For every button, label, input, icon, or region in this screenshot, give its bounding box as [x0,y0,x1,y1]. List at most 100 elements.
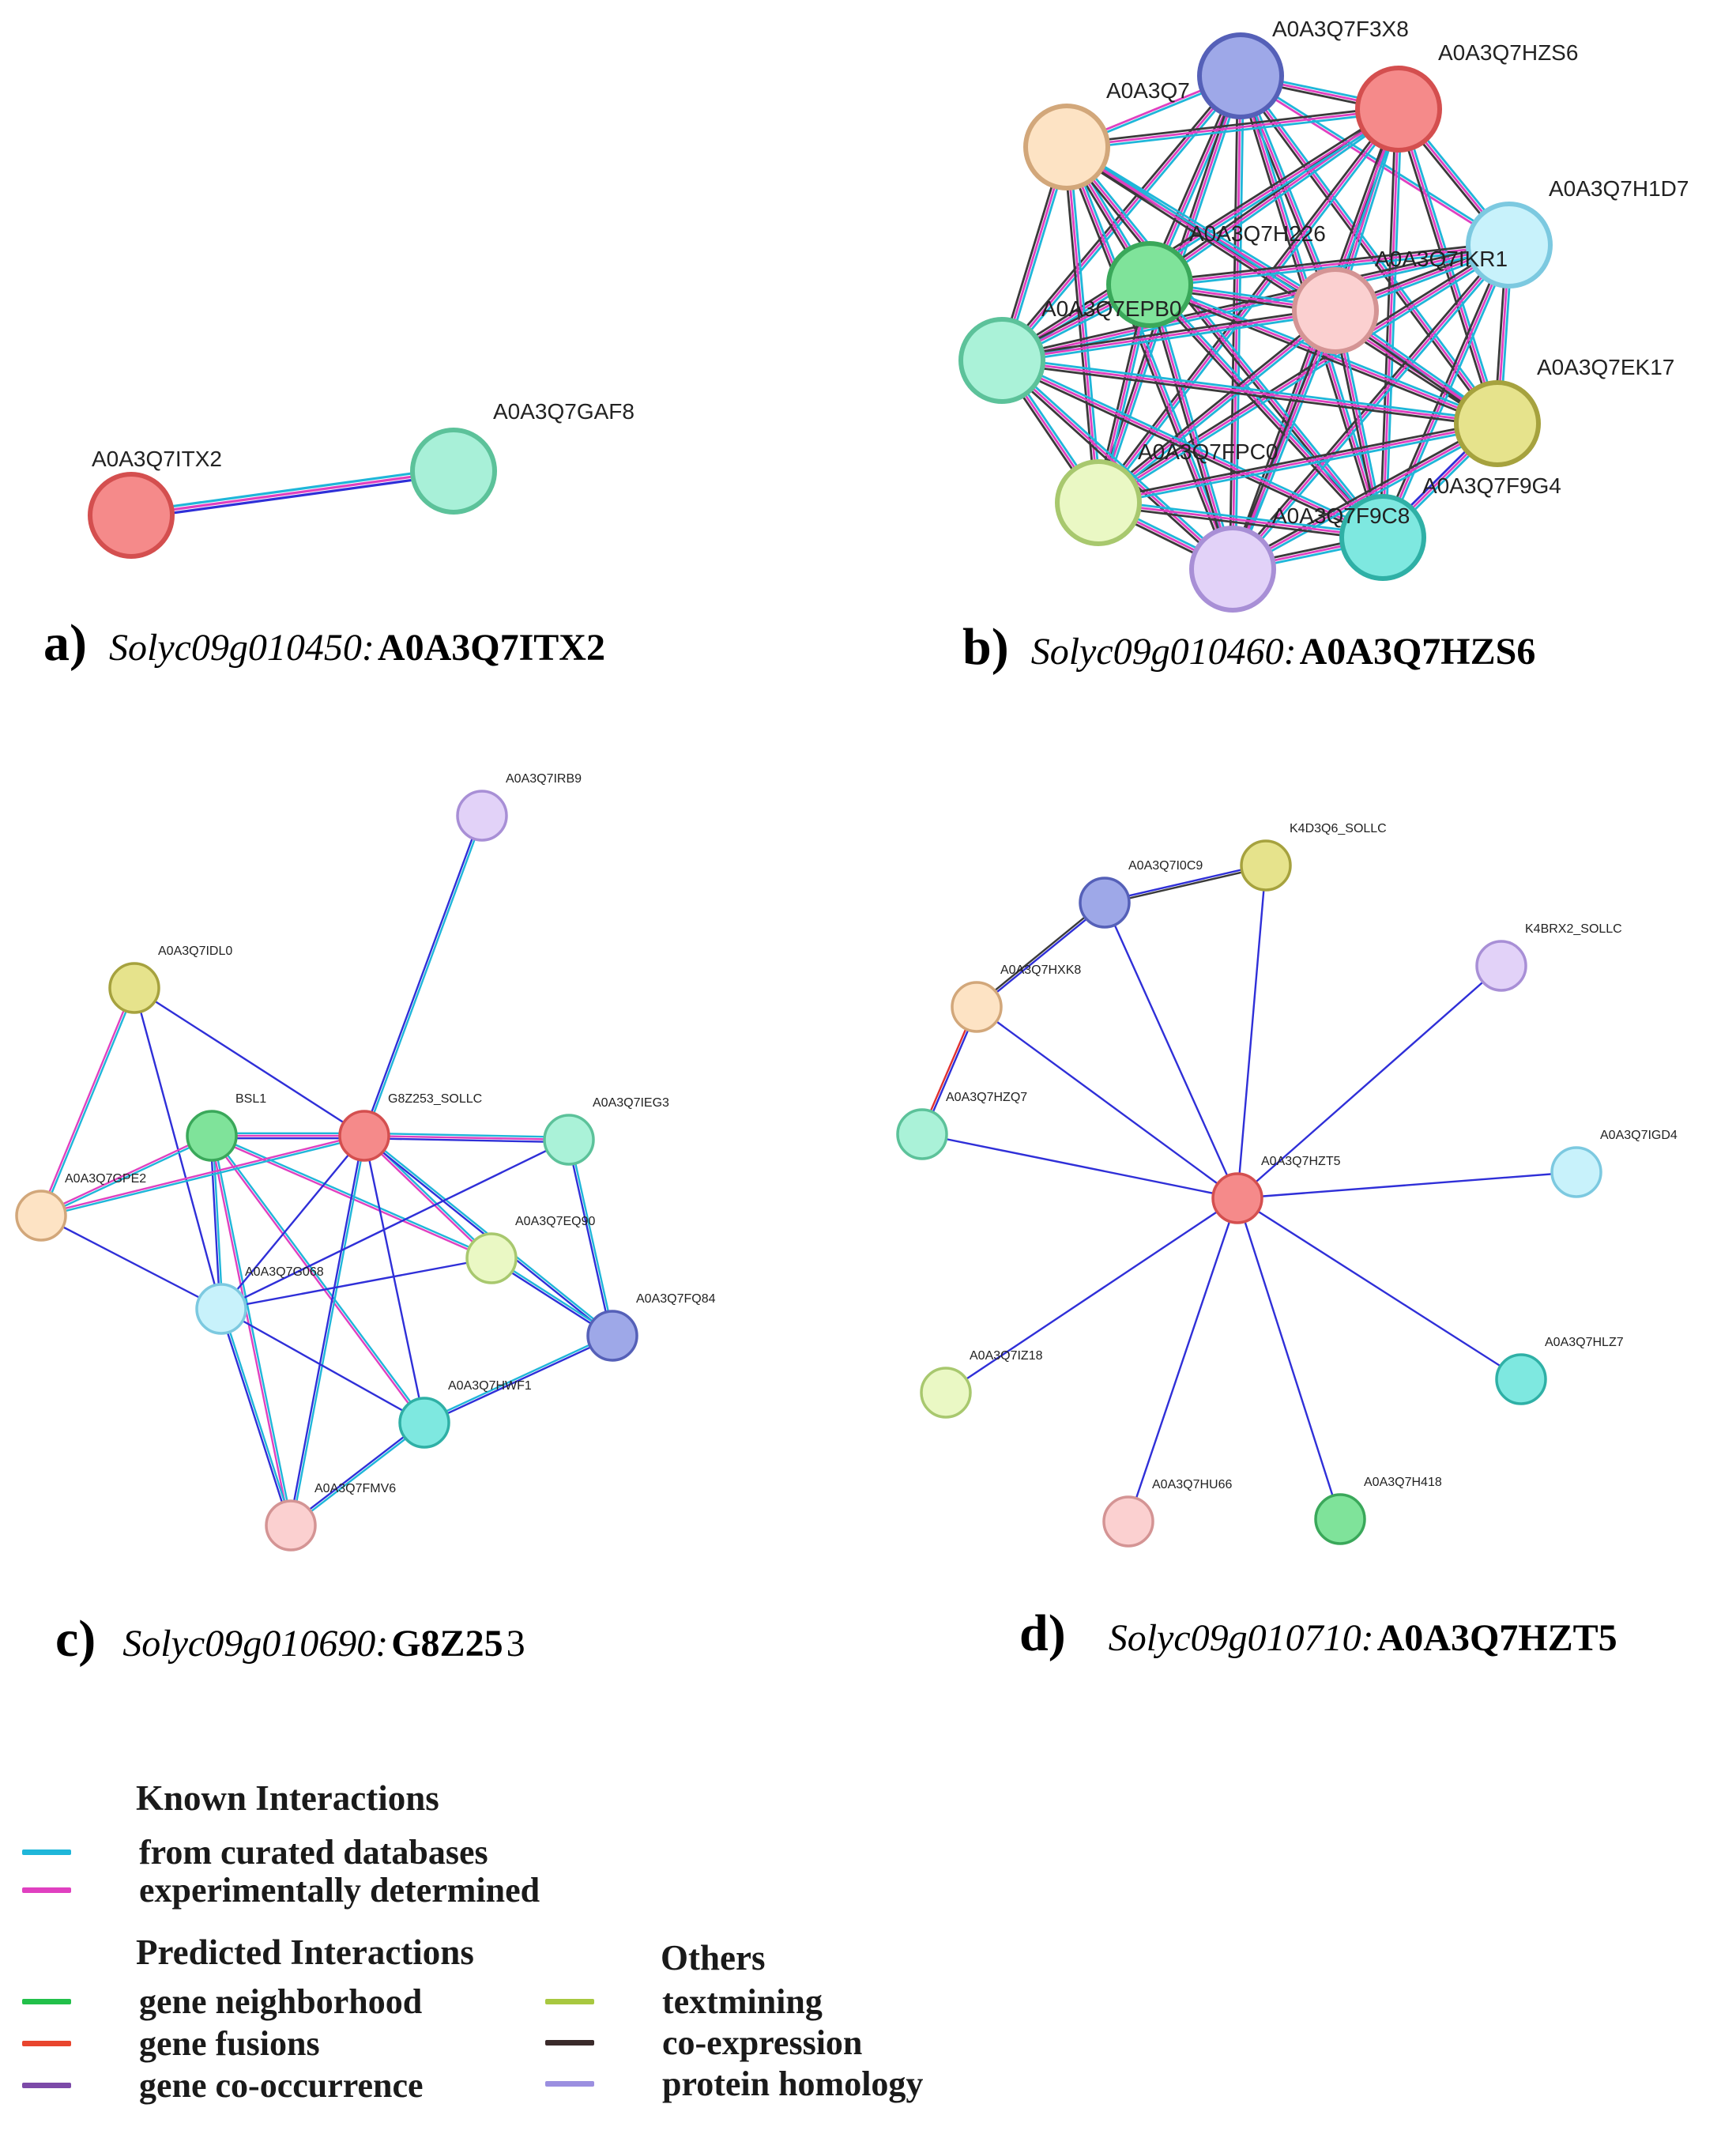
protein-node[interactable]: A0A3Q7IGD4 [1550,1129,1678,1198]
protein-node[interactable]: A0A3Q7EQ90 [465,1215,596,1284]
protein-node[interactable]: A0A3Q7 [1023,78,1190,190]
protein-node-circle[interactable] [1102,1495,1154,1548]
protein-node-circle[interactable] [958,317,1045,404]
edge-curated [1240,74,1512,245]
protein-node[interactable]: A0A3Q7HZS6 [1355,40,1578,153]
protein-node-circle[interactable] [1292,267,1379,354]
protein-node-circle[interactable] [15,1190,67,1242]
protein-node[interactable]: A0A3Q7G068 [195,1265,324,1335]
edge-experimental [1065,107,1400,149]
protein-node-circle[interactable] [410,428,497,515]
protein-node[interactable]: A0A3Q7ITX2 [88,447,222,559]
protein-node[interactable]: BSL1 [186,1092,266,1162]
protein-node-circle[interactable] [543,1114,595,1166]
protein-node[interactable]: A0A3Q7FQ84 [586,1292,716,1362]
protein-node-circle[interactable] [1355,66,1442,153]
protein-node-circle[interactable] [1106,241,1193,328]
protein-node[interactable]: A0A3Q7FMV6 [265,1482,396,1552]
edge-coexpression [974,900,1105,1007]
protein-node-circle[interactable] [1023,104,1110,190]
edge-coexpression [1229,308,1335,570]
protein-node-circle[interactable] [1495,1353,1547,1405]
protein-node-circle[interactable] [456,790,508,842]
protein-node[interactable]: A0A3Q7IDL0 [108,945,232,1014]
protein-node-circle[interactable] [896,1108,948,1160]
legend-swatch [22,1849,71,1855]
protein-node-circle[interactable] [1211,1172,1263,1224]
protein-node[interactable]: A0A3Q7H1D7 [1466,176,1689,288]
edge-coexpression [1104,865,1267,905]
protein-node-circle[interactable] [195,1283,247,1335]
protein-node[interactable]: A0A3Q7F3X8 [1197,17,1409,119]
edge-coexpression [1096,420,1498,501]
protein-node-label: A0A3Q7H1D7 [1549,176,1689,201]
protein-node[interactable]: A0A3Q7IKR1 [1292,247,1508,354]
protein-node-circle[interactable] [1454,380,1541,467]
panel-b-gene: Solyc09g010460: [1031,631,1297,673]
edge-curated [1068,144,1387,537]
protein-node-circle[interactable] [920,1367,972,1419]
legend-known-title: Known Interactions [136,1778,439,1818]
protein-node[interactable]: A0A3Q7EPB0 [958,296,1181,404]
protein-node[interactable]: A0A3Q7FPC0 [1055,439,1278,546]
protein-node-circle[interactable] [186,1110,238,1162]
protein-node-label: A0A3Q7F9C8 [1272,503,1410,528]
protein-node[interactable]: A0A3Q7F9C8 [1189,503,1410,613]
protein-node[interactable]: A0A3Q7GPE2 [15,1172,146,1242]
edge-cooccurrence [944,1197,1239,1394]
protein-node[interactable]: K4BRX2_SOLLC [1475,922,1622,992]
protein-node[interactable]: A0A3Q7EK17 [1454,355,1674,467]
protein-node-circle[interactable] [1055,459,1142,546]
protein-node[interactable]: A0A3Q7HWF1 [398,1379,532,1449]
edge-curated [1001,356,1499,422]
edge-cooccurrence [288,1420,425,1525]
legend-predicted-title: Predicted Interactions [136,1932,474,1972]
edge-experimental [362,1135,492,1261]
protein-node-label: A0A3Q7HLZ7 [1545,1336,1624,1349]
legend-item-label: gene co-occurrence [139,2066,424,2105]
protein-node[interactable]: A0A3Q7IZ18 [920,1349,1043,1419]
protein-node[interactable]: A0A3Q7I0C9 [1079,859,1203,929]
protein-node-circle[interactable] [1197,32,1284,119]
protein-node[interactable]: A0A3Q7HZT5 [1211,1155,1341,1224]
edge-legend: Known Interactions Predicted Interaction… [22,1778,923,2105]
protein-node-circle[interactable] [1240,839,1292,892]
legend-item: protein homology [545,2064,923,2103]
protein-node-circle[interactable] [465,1232,518,1284]
protein-node-circle[interactable] [1079,877,1131,929]
protein-node-circle[interactable] [1189,526,1276,613]
protein-node[interactable]: A0A3Q7IRB9 [456,772,582,842]
protein-node-circle[interactable] [1550,1146,1602,1198]
protein-node-label: A0A3Q7HZS6 [1438,40,1578,65]
protein-node[interactable]: A0A3Q7HLZ7 [1495,1336,1624,1405]
protein-node-circle[interactable] [338,1110,390,1162]
protein-node-circle[interactable] [398,1397,450,1449]
protein-node[interactable]: A0A3Q7HZQ7 [896,1091,1027,1160]
protein-node[interactable]: G8Z253_SOLLC [338,1092,482,1162]
protein-node-circle[interactable] [1466,202,1553,288]
protein-node-circle[interactable] [108,962,160,1014]
edge-coexpression [1000,362,1498,428]
protein-node[interactable]: A0A3Q7IEG3 [543,1096,669,1166]
protein-node[interactable]: A0A3Q7F9G4 [1339,473,1561,581]
protein-node[interactable]: A0A3Q7HXK8 [951,963,1081,1033]
edge-coexpression [1064,148,1497,428]
protein-node-circle[interactable] [1339,494,1426,581]
edge-cooccurrence [1236,1171,1578,1200]
edge-curated [1098,311,1339,507]
protein-node[interactable]: A0A3Q7H226 [1106,221,1326,328]
protein-node-circle[interactable] [1314,1493,1366,1545]
protein-node[interactable]: A0A3Q7HU66 [1102,1478,1232,1548]
protein-node-circle[interactable] [951,981,1003,1033]
protein-node[interactable]: A0A3Q7H418 [1314,1476,1442,1545]
legend-item-label: co-expression [662,2023,862,2062]
protein-node[interactable]: K4D3Q6_SOLLC [1240,822,1387,892]
protein-node-circle[interactable] [586,1310,638,1362]
protein-node-circle[interactable] [1475,940,1527,992]
protein-node[interactable]: A0A3Q7GAF8 [410,399,635,515]
edge-experimental [1097,309,1337,504]
edge-experimental [1231,422,1499,571]
protein-node-circle[interactable] [265,1499,317,1552]
protein-node-label: A0A3Q7H226 [1189,221,1326,246]
protein-node-circle[interactable] [88,472,175,559]
